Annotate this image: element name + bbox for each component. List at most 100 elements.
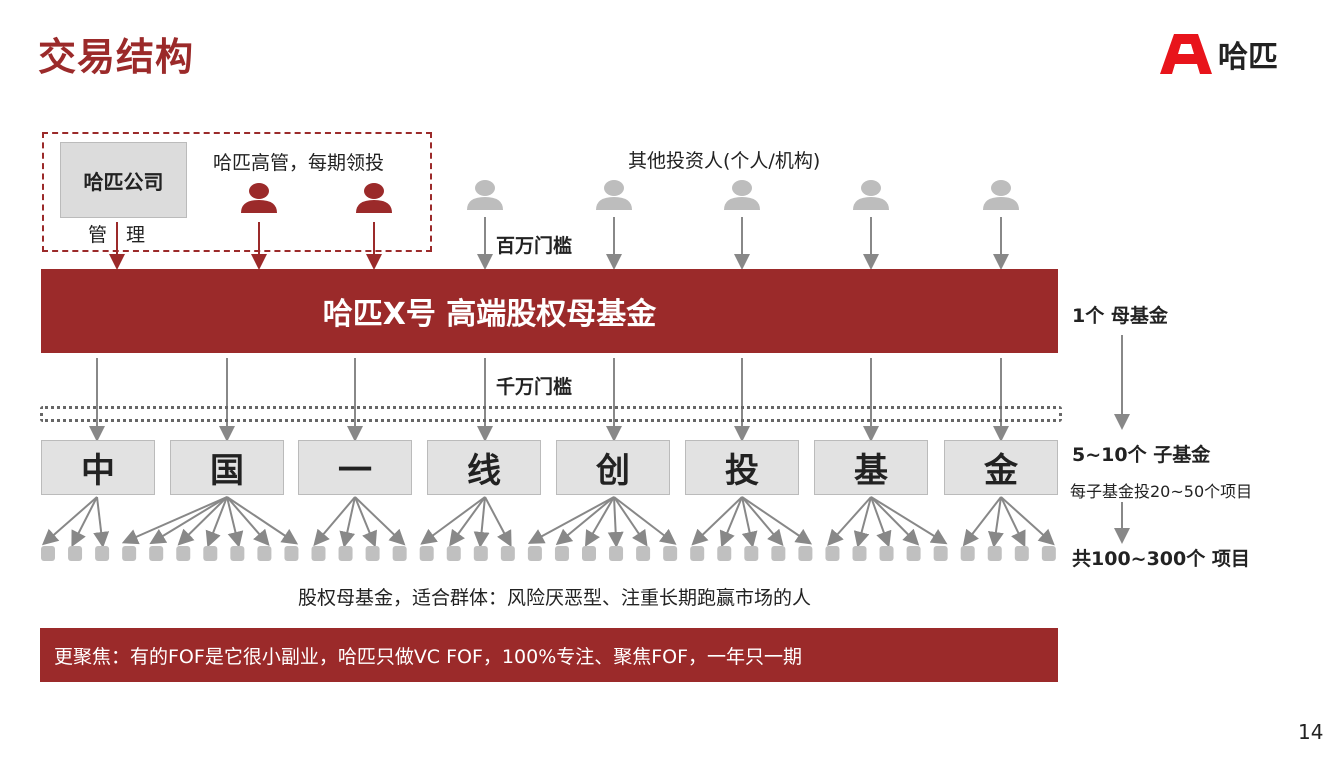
person-icon bbox=[596, 180, 632, 210]
arrow bbox=[987, 496, 1004, 548]
sub-fund-box: 金 bbox=[944, 440, 1058, 495]
arrow bbox=[555, 496, 615, 546]
project-square bbox=[663, 546, 678, 561]
arrow bbox=[870, 496, 948, 545]
arrow bbox=[870, 496, 892, 548]
project-square bbox=[933, 546, 948, 561]
suitable-audience: 股权母基金，适合群体：风险厌恶型、注重长期跑赢市场的人 bbox=[298, 587, 812, 609]
project-square bbox=[95, 546, 110, 561]
project-square bbox=[68, 546, 83, 561]
project-square bbox=[771, 546, 786, 561]
arrow bbox=[226, 496, 299, 545]
logo: 哈匹 bbox=[1160, 32, 1278, 76]
project-count: 共100~300个 项目 bbox=[1072, 548, 1250, 570]
footer-banner: 更聚焦：有的FOF是它很小副业，哈匹只做VC FOF，100%专注、聚焦FOF，… bbox=[40, 628, 1058, 682]
arrow bbox=[93, 496, 110, 548]
arrow bbox=[449, 496, 486, 547]
sub-fund-box: 基 bbox=[814, 440, 928, 495]
sub-fund-count: 5~10个 子基金 bbox=[1072, 444, 1211, 466]
project-square bbox=[446, 546, 461, 561]
million-threshold-label: 百万门槛 bbox=[496, 235, 573, 257]
project-square bbox=[365, 546, 380, 561]
sub-fund-box: 一 bbox=[298, 440, 412, 495]
project-square bbox=[122, 546, 137, 561]
arrow bbox=[691, 496, 743, 546]
arrow bbox=[827, 496, 872, 546]
arrow bbox=[962, 496, 1002, 547]
project-square bbox=[1014, 546, 1029, 561]
footer-text: 更聚焦：有的FOF是它很小副业，哈匹只做VC FOF，100%专注、聚焦FOF，… bbox=[54, 645, 803, 668]
arrow bbox=[226, 496, 270, 547]
project-square bbox=[906, 546, 921, 561]
mother-fund-bar: 哈匹X号 高端股权母基金 bbox=[41, 269, 1058, 353]
person-icon bbox=[241, 183, 277, 213]
ten-million-threshold-label: 千万门槛 bbox=[496, 376, 573, 398]
arrow bbox=[71, 496, 98, 548]
project-square bbox=[176, 546, 191, 561]
arrow bbox=[584, 496, 615, 547]
arrow bbox=[177, 496, 228, 546]
arrow bbox=[741, 496, 784, 547]
project-square bbox=[257, 546, 272, 561]
project-square bbox=[744, 546, 759, 561]
project-square bbox=[230, 546, 245, 561]
project-square bbox=[798, 546, 813, 561]
arrow bbox=[121, 496, 228, 545]
project-square bbox=[987, 546, 1002, 561]
arrow bbox=[339, 496, 356, 548]
project-square bbox=[1041, 546, 1056, 561]
person-icon bbox=[853, 180, 889, 210]
dotted-divider bbox=[40, 406, 1062, 422]
page-title: 交易结构 bbox=[38, 35, 195, 79]
project-square bbox=[852, 546, 867, 561]
page-number: 14 bbox=[1298, 720, 1324, 744]
logo-a-icon bbox=[1160, 34, 1212, 74]
other-investors-label: 其他投资人(个人/机构) bbox=[628, 150, 821, 172]
arrow bbox=[527, 496, 615, 544]
arrow bbox=[1000, 496, 1026, 548]
arrow bbox=[313, 496, 356, 547]
project-square bbox=[879, 546, 894, 561]
sub-fund-box: 创 bbox=[556, 440, 670, 495]
project-square bbox=[500, 546, 515, 561]
sub-fund-box: 中 bbox=[41, 440, 155, 495]
project-square bbox=[392, 546, 407, 561]
arrow bbox=[607, 496, 624, 548]
arrow bbox=[1000, 496, 1055, 546]
arrow bbox=[205, 496, 228, 548]
person-icon bbox=[983, 180, 1019, 210]
project-square bbox=[203, 546, 218, 561]
hapi-group-dashed-box bbox=[42, 132, 432, 252]
project-square bbox=[609, 546, 624, 561]
sub-fund-box: 国 bbox=[170, 440, 284, 495]
arrow bbox=[741, 496, 758, 548]
arrow bbox=[853, 496, 872, 548]
person-icon bbox=[724, 180, 760, 210]
person-icon bbox=[356, 183, 392, 213]
exec-label: 哈匹高管，每期领投 bbox=[213, 152, 385, 174]
project-square bbox=[825, 546, 840, 561]
project-square bbox=[311, 546, 326, 561]
project-square bbox=[284, 546, 299, 561]
arrow bbox=[870, 496, 920, 546]
project-square bbox=[149, 546, 164, 561]
arrow bbox=[226, 496, 244, 548]
arrow bbox=[741, 496, 813, 545]
arrow bbox=[613, 496, 677, 545]
mother-fund-count: 1个 母基金 bbox=[1072, 305, 1168, 327]
project-square bbox=[960, 546, 975, 561]
arrow bbox=[149, 496, 228, 545]
arrow bbox=[41, 496, 98, 546]
sub-fund-box: 线 bbox=[427, 440, 541, 495]
person-icon bbox=[467, 180, 503, 210]
project-square bbox=[419, 546, 434, 561]
per-subfund-note: 每子基金投20~50个项目 bbox=[1070, 482, 1253, 501]
project-square bbox=[582, 546, 596, 561]
project-square bbox=[41, 546, 55, 561]
arrow bbox=[354, 496, 377, 548]
project-square bbox=[473, 546, 488, 561]
arrow bbox=[613, 496, 648, 547]
arrow bbox=[719, 496, 743, 548]
hapi-company-box: 哈匹公司 bbox=[60, 142, 187, 218]
